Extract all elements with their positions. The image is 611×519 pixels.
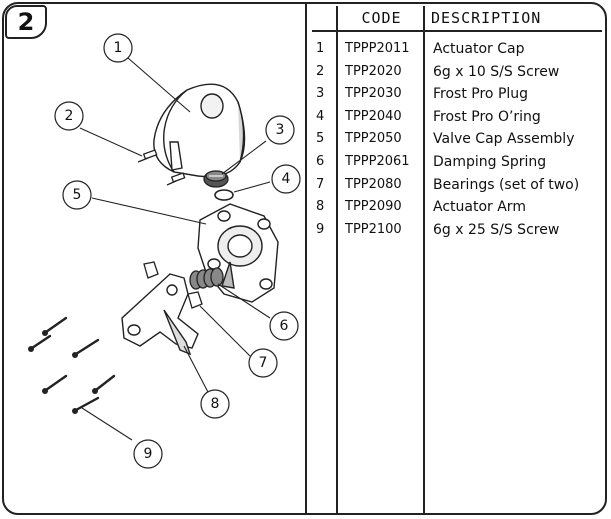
table-row: 1 TPPP2011 Actuator Cap [312,39,602,62]
exploded-diagram-panel: 2 1 2 3 4 5 6 7 8 9 [2,2,307,515]
row-number: 5 [316,131,325,147]
row-code: TPP2090 [345,199,402,215]
parts-table: CODE DESCRIPTION 1 TPPP2011 Actuator Cap 2… [312,6,602,513]
callout-leader-lines [79,57,271,441]
actuator-arm-part [121,273,199,356]
row-number: 4 [316,108,325,124]
damping-spring-part [189,267,224,290]
table-row: 3 TPP2030 Frost Pro Plug [312,84,602,107]
row-number: 1 [316,41,325,56]
row-code: TPP2080 [345,176,402,192]
row-number: 8 [316,199,325,215]
frost-plug-part [203,170,229,188]
bearings-part [143,261,203,309]
instruction-frame [2,2,607,515]
row-number: 6 [316,153,325,169]
row-number: 9 [316,221,325,237]
code-column [338,6,425,513]
row-description: 6g x 10 S/S Screw [433,63,560,80]
row-number: 3 [316,86,325,102]
table-row: 4 TPP2040 Frost Pro O’ring [312,107,602,130]
row-code: TPPP2061 [345,153,410,169]
table-row: 8 TPP2090 Actuator Arm [312,197,602,220]
row-description: 6g x 25 S/S Screw [433,221,560,238]
number-column [312,6,338,513]
row-description: Frost Pro O’ring [433,108,541,125]
code-header: CODE [338,6,425,32]
row-description: Damping Spring [433,153,547,170]
short-screw-parts [137,149,186,186]
row-code: TPP2030 [345,86,402,102]
row-description: Actuator Arm [433,199,526,216]
table-rows: 1 TPPP2011 Actuator Cap 2 TPP2020 6g x 10 S/… [312,39,602,242]
row-description: Valve Cap Assembly [433,131,575,148]
row-description: Actuator Cap [433,41,525,57]
row-code: TPP2050 [345,131,402,147]
row-code: TPP2020 [345,63,402,79]
row-number: 2 [316,63,325,79]
long-screw-heads [28,330,98,414]
description-header: DESCRIPTION [425,6,602,32]
row-number: 7 [316,176,325,192]
table-row: 9 TPP2100 6g x 25 S/S Screw [312,220,602,243]
long-screw-parts [30,316,116,412]
table-row: 2 TPP2020 6g x 10 S/S Screw [312,62,602,85]
row-code: TPP2100 [345,221,402,237]
oring-part [214,189,234,201]
step-number-badge: 2 [5,5,47,39]
table-row: 6 TPPP2061 Damping Spring [312,152,602,175]
row-description: Bearings (set of two) [433,176,580,193]
table-row: 7 TPP2080 Bearings (set of two) [312,175,602,198]
table-row: 5 TPP2050 Valve Cap Assembly [312,129,602,152]
row-code: TPP2040 [345,108,402,124]
actuator-cap-part [153,83,246,178]
exploded-parts-diagram [28,57,279,441]
row-description: Frost Pro Plug [433,86,529,103]
number-header [312,6,338,32]
row-code: TPPP2011 [345,41,410,56]
